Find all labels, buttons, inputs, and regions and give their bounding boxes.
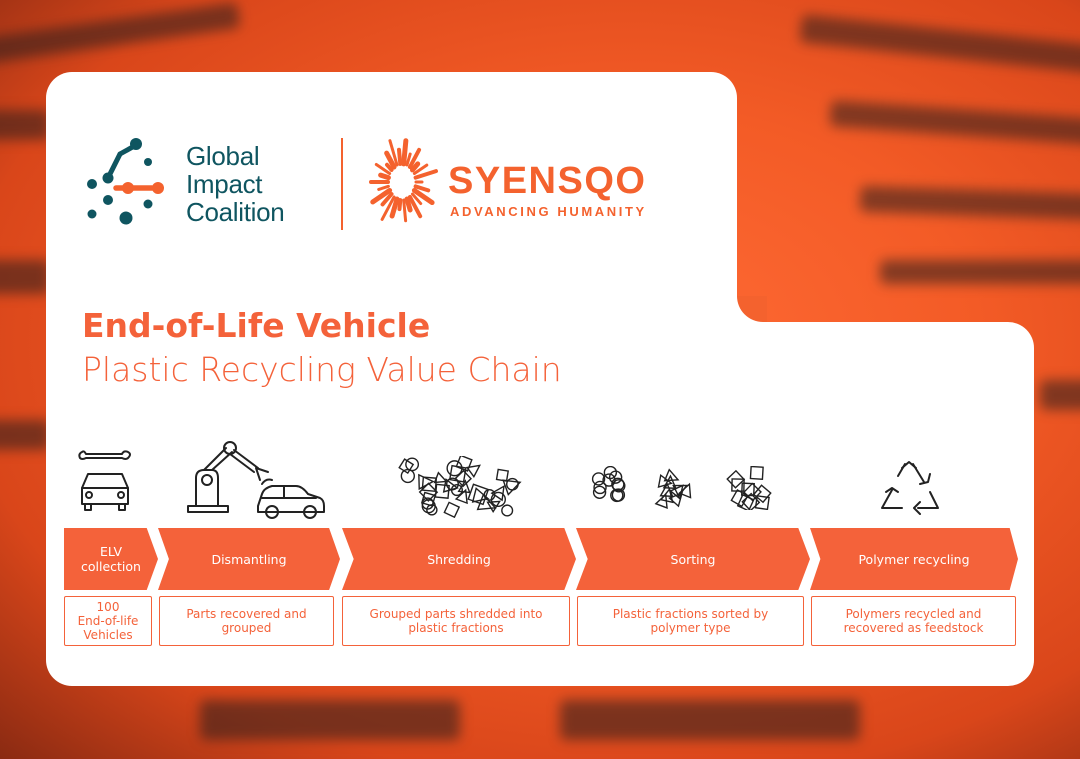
stage-description-text: Grouped parts shredded into plastic frac… xyxy=(369,607,543,635)
stage-polymer-recycling: Polymer recycling xyxy=(810,528,1018,590)
stage-description: Grouped parts shredded into plastic frac… xyxy=(342,596,570,646)
stage-sorting: Sorting xyxy=(576,528,810,590)
syensqo-logo-icon xyxy=(369,138,438,223)
stage-description-text: 100 End-of-life Vehicles xyxy=(77,600,139,642)
stage-description: Plastic fractions sorted by polymer type xyxy=(577,596,804,646)
stage-description-text: Plastic fractions sorted by polymer type xyxy=(612,607,769,635)
stage-description: 100 End-of-life Vehicles xyxy=(64,596,152,646)
bg-stripe xyxy=(0,260,50,294)
stage-label: Polymer recycling xyxy=(858,551,970,567)
stage-description: Polymers recycled and recovered as feeds… xyxy=(811,596,1016,646)
logo-divider xyxy=(341,138,343,230)
bg-stripe xyxy=(200,700,460,740)
stage-label: Dismantling xyxy=(211,551,287,567)
stage-label: Shredding xyxy=(427,551,491,567)
bg-stripe xyxy=(880,260,1080,284)
stage-shredding: Shredding xyxy=(342,528,576,590)
car-wrench-icon xyxy=(78,450,131,511)
stage-elv-collection: ELV collection xyxy=(64,528,158,590)
gic-line: Impact xyxy=(186,169,263,199)
stage-description-text: Parts recovered and grouped xyxy=(186,607,307,635)
bg-stripe xyxy=(560,700,860,740)
card xyxy=(46,322,1034,686)
stage-label: ELV collection xyxy=(81,544,141,574)
stage-dismantling: Dismantling xyxy=(158,528,340,590)
card-corner xyxy=(737,296,767,322)
shredded-shapes-icon xyxy=(398,456,522,518)
page-subtitle: Plastic Recycling Value Chain xyxy=(82,350,562,389)
bg-stripe xyxy=(0,110,50,140)
syensqo-wordmark: SYENSQO xyxy=(448,160,647,202)
sorted-shapes-icon xyxy=(591,466,772,510)
stage-description-text: Polymers recycled and recovered as feeds… xyxy=(843,607,984,635)
stage-label: Sorting xyxy=(670,551,716,567)
stage-description: Parts recovered and grouped xyxy=(159,596,334,646)
gic-line: Coalition xyxy=(186,197,285,227)
gic-line: Global xyxy=(186,141,260,171)
syensqo-tagline: ADVANCING HUMANITY xyxy=(450,204,647,219)
bg-stripe xyxy=(0,420,50,450)
page-title: End-of-Life Vehicle xyxy=(82,306,431,345)
robot-arm-car-icon xyxy=(187,441,325,519)
gic-wordmark: Global Impact Coalition xyxy=(186,141,285,227)
bg-stripe xyxy=(1040,380,1080,410)
gic-logo-icon xyxy=(87,138,164,225)
recycle-icon xyxy=(881,461,939,515)
